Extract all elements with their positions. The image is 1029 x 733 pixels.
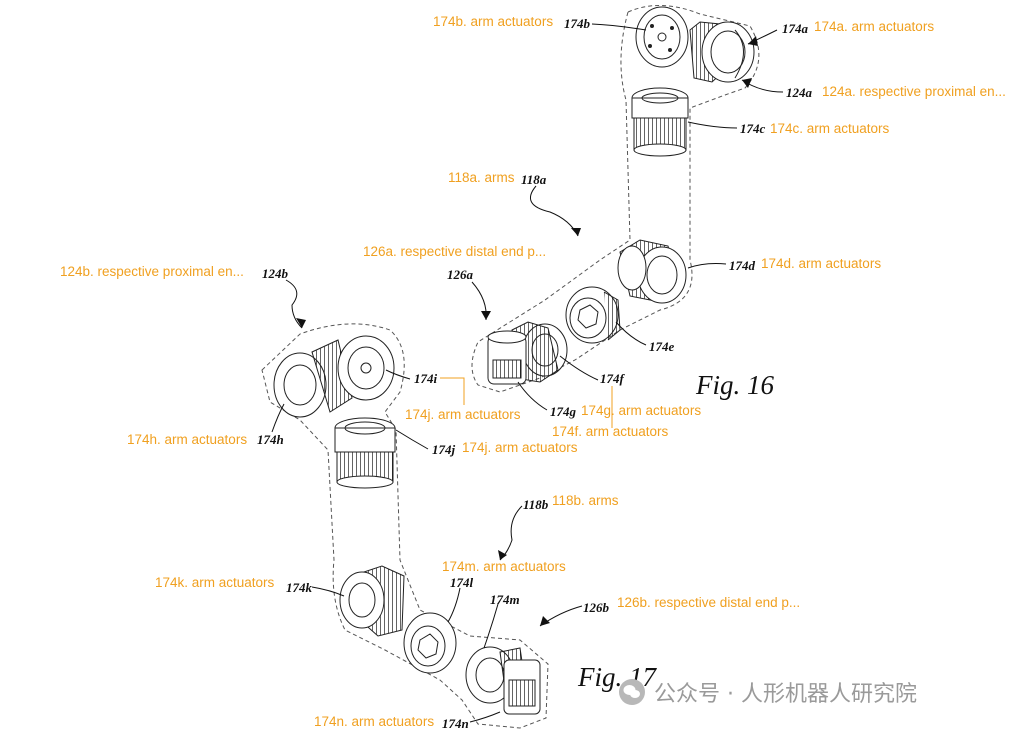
- ref-174n: 174n: [442, 716, 469, 731]
- annotation-126b: 126b. respective distal end p...: [617, 595, 801, 610]
- annotation-174a: 174a. arm actuators: [814, 19, 935, 34]
- connector-174j: [440, 377, 465, 405]
- ref-174c: 174c: [740, 121, 766, 136]
- leader-174c: [687, 121, 738, 129]
- arm-118a-envelope: [471, 4, 760, 393]
- ref-124b: 124b: [262, 266, 288, 281]
- arm-118a: [471, 4, 760, 393]
- ref-174k: 174k: [286, 580, 312, 595]
- leader-lines: [271, 23, 784, 723]
- annotation-174n: 174n. arm actuators: [314, 714, 435, 729]
- leader-118a: [529, 185, 579, 237]
- annotation-174j-upper: 174j. arm actuators: [405, 407, 521, 422]
- ref-174g: 174g: [550, 404, 576, 419]
- leader-174i: [385, 369, 411, 380]
- annotation-174g: 174g. arm actuators: [581, 403, 702, 418]
- leader-174n: [469, 711, 501, 723]
- leader-118b: [499, 505, 523, 561]
- actuator-174l: [403, 612, 457, 674]
- annotation-118a: 118a. arms: [448, 170, 515, 185]
- annotation-174b: 174b. arm actuators: [433, 14, 554, 29]
- ref-174f: 174f: [600, 371, 624, 386]
- ref-174h: 174h: [257, 432, 284, 447]
- ref-124a: 124a: [786, 85, 812, 100]
- annotation-174k: 174k. arm actuators: [155, 575, 275, 590]
- ref-174d: 174d: [729, 258, 755, 273]
- annotation-174c: 174c. arm actuators: [770, 121, 890, 136]
- leader-124b: [285, 279, 303, 329]
- actuator-174b: [635, 6, 689, 68]
- watermark: 公众号 · 人形机器人研究院: [618, 676, 917, 708]
- ref-118b: 118b: [523, 497, 549, 512]
- arrowheads: [296, 36, 758, 626]
- leader-174m: [483, 603, 499, 649]
- actuator-174d: [617, 239, 687, 304]
- ref-174m: 174m: [490, 592, 520, 607]
- actuator-174e: [565, 286, 621, 344]
- ref-174b: 174b: [564, 16, 590, 31]
- annotation-124a: 124a. respective proximal en...: [822, 84, 1006, 99]
- actuator-174m-174n: [465, 646, 541, 715]
- leader-174b: [591, 23, 647, 31]
- annotation-124b: 124b. respective proximal en...: [60, 264, 244, 279]
- figure-caption-16: Fig. 16: [696, 370, 774, 400]
- annotation-118b: 118b. arms: [552, 493, 619, 508]
- annotation-174m: 174m. arm actuators: [442, 559, 566, 574]
- actuator-174a: [689, 21, 755, 83]
- arm-118b-envelope: [261, 323, 549, 729]
- annotation-174d: 174d. arm actuators: [761, 256, 882, 271]
- ref-174l: 174l: [450, 575, 474, 590]
- ref-126b: 126b: [583, 600, 609, 615]
- annotation-174h: 174h. arm actuators: [127, 432, 248, 447]
- ref-174j: 174j: [432, 442, 456, 457]
- leader-174l: [447, 587, 461, 623]
- ref-174a: 174a: [782, 21, 808, 36]
- actuator-174c: [631, 87, 689, 157]
- leader-174d: [687, 263, 727, 269]
- ref-118a: 118a: [521, 172, 547, 187]
- actuator-174i: [337, 335, 395, 401]
- actuator-174k: [339, 565, 405, 637]
- watermark-text: 公众号 · 人形机器人研究院: [654, 682, 917, 707]
- ref-174e: 174e: [649, 339, 675, 354]
- annotation-174j-lower: 174j. arm actuators: [462, 440, 578, 455]
- annotation-174f: 174f. arm actuators: [552, 424, 669, 439]
- wechat-icon: [619, 679, 645, 705]
- leader-174e: [615, 321, 647, 346]
- leader-174h: [271, 403, 285, 433]
- leader-174j: [395, 429, 429, 450]
- leader-174k: [311, 586, 345, 597]
- leader-174g: [517, 381, 548, 411]
- ref-126a: 126a: [447, 267, 473, 282]
- actuator-174f-174g: [487, 321, 568, 385]
- actuator-174j: [334, 417, 396, 489]
- arm-118b: [261, 323, 549, 729]
- annotation-126a: 126a. respective distal end p...: [363, 244, 547, 259]
- ref-174i: 174i: [414, 371, 438, 386]
- leader-174f: [559, 355, 599, 381]
